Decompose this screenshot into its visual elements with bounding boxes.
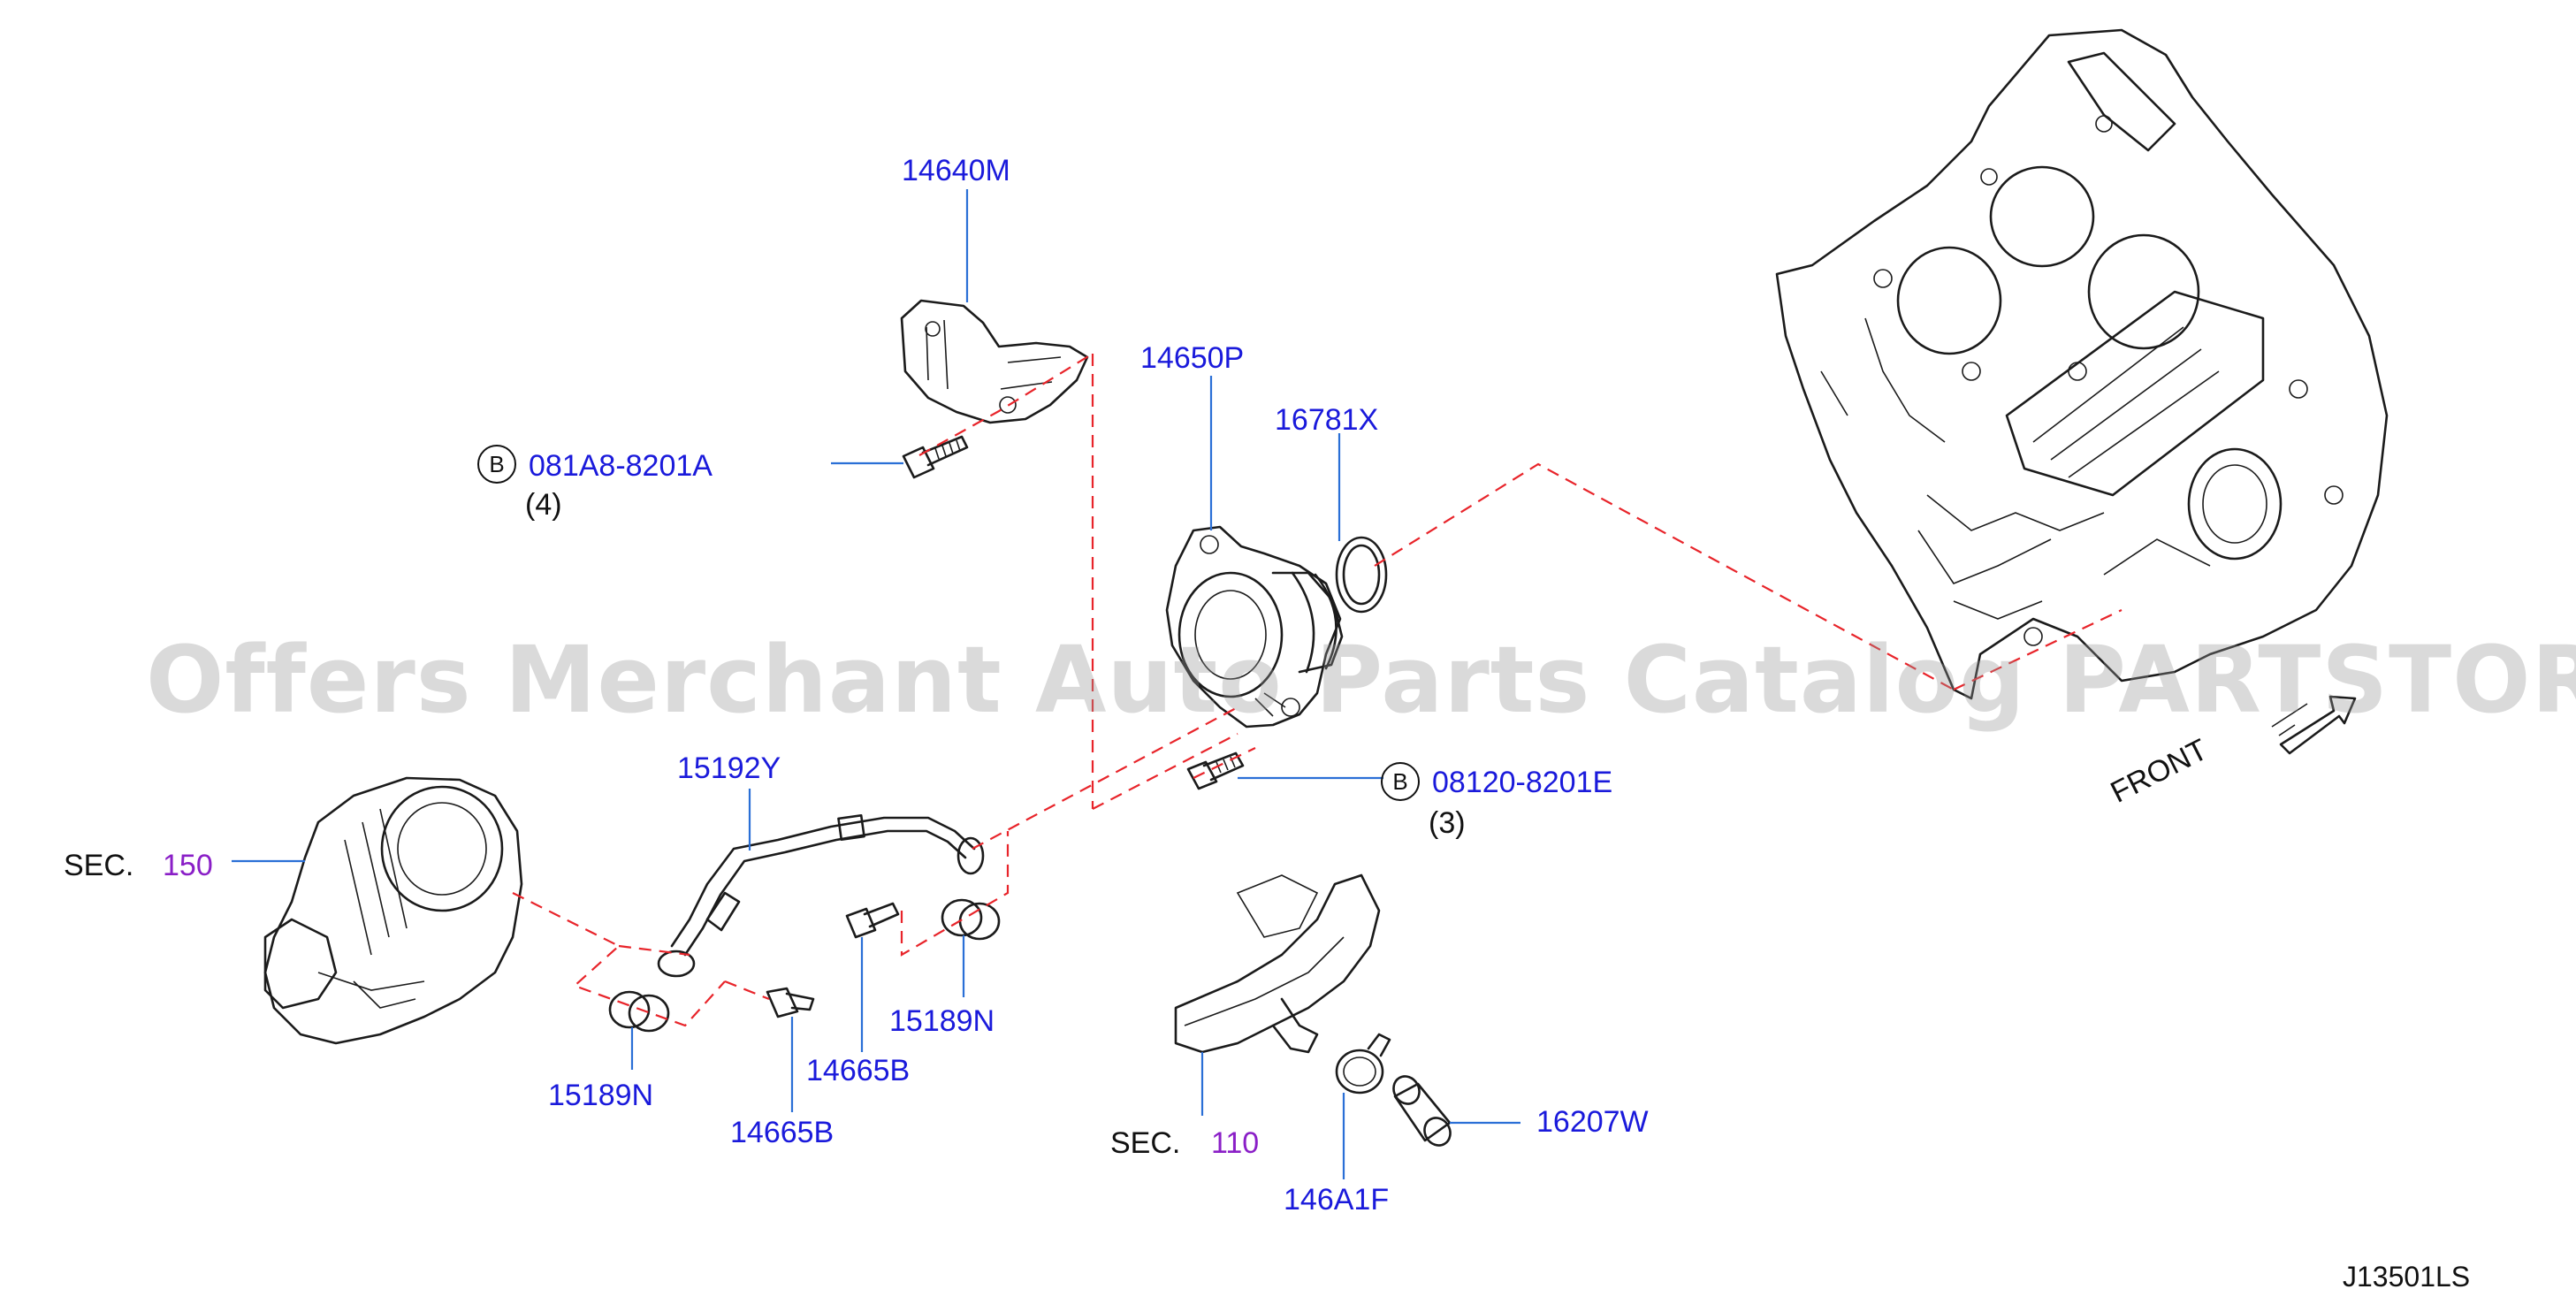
relation-line-bolt-to-pump xyxy=(1193,747,1256,779)
relation-line-block-lower xyxy=(1953,609,2123,690)
part-label-14650P[interactable]: 14650P xyxy=(1140,341,1245,375)
o-ring-16781X-illustration xyxy=(1335,536,1388,614)
engine-block-illustration xyxy=(1775,28,2389,700)
bolt-badge-081A8: B xyxy=(477,445,516,484)
hose-16207W-illustration xyxy=(1392,1075,1452,1147)
oil-tube-15192Y-illustration xyxy=(657,814,985,978)
drawing-code: J13501LS xyxy=(2343,1261,2471,1293)
part-label-14665B-upper[interactable]: 14665B xyxy=(806,1054,911,1087)
vacuum-pump-14650P-illustration xyxy=(1165,525,1344,728)
part-label-15189N-right[interactable]: 15189N xyxy=(889,1004,995,1038)
part-label-08120-8201E[interactable]: 08120-8201E xyxy=(1432,766,1613,799)
quantity-081A8: (4) xyxy=(525,488,562,522)
relation-line-pump-lower xyxy=(1092,733,1238,810)
bolt-081A8-illustration xyxy=(902,435,969,479)
part-label-14640M[interactable]: 14640M xyxy=(902,154,1010,187)
part-label-16781X[interactable]: 16781X xyxy=(1275,403,1379,437)
relation-line-pump-to-block xyxy=(1374,462,1955,690)
part-label-081A8-8201A[interactable]: 081A8-8201A xyxy=(529,449,713,483)
quantity-08120: (3) xyxy=(1429,806,1466,840)
relation-line-tube-to-pump xyxy=(972,706,1238,850)
section-prefix-150: SEC. xyxy=(64,849,134,882)
part-label-146A1F[interactable]: 146A1F xyxy=(1284,1183,1390,1217)
washer-15189N-left-illustration xyxy=(608,990,670,1033)
part-label-15189N-left[interactable]: 15189N xyxy=(548,1079,654,1112)
bolt-08120-illustration xyxy=(1186,751,1245,790)
part-label-15192Y[interactable]: 15192Y xyxy=(677,751,781,785)
bolt-14665B-upper-illustration xyxy=(845,902,900,939)
bolt-14665B-lower-illustration xyxy=(766,987,815,1018)
front-arrow-icon xyxy=(2271,695,2357,755)
clamp-146A1F-illustration xyxy=(1335,1033,1391,1095)
relation-line-sec150-to-washer xyxy=(512,892,726,1027)
sec-150-component-illustration xyxy=(263,776,523,1045)
relation-line-right-washer-group xyxy=(900,831,1010,957)
relation-line-washer-to-tube xyxy=(618,944,690,957)
bolt-badge-08120: B xyxy=(1381,762,1420,801)
section-link-110[interactable]: 110 xyxy=(1211,1126,1260,1160)
part-label-16207W[interactable]: 16207W xyxy=(1536,1105,1649,1139)
section-link-150[interactable]: 150 xyxy=(163,849,213,882)
bracket-14640M-illustration xyxy=(900,299,1089,424)
section-prefix-110: SEC. xyxy=(1110,1126,1181,1160)
sec-110-component-illustration xyxy=(1174,873,1381,1054)
washer-15189N-right-illustration xyxy=(941,898,1001,941)
part-label-14665B-lower[interactable]: 14665B xyxy=(730,1116,835,1149)
relation-line-bracket-to-bolt xyxy=(918,353,1094,456)
relation-line-bolt-to-washer xyxy=(724,980,770,1001)
